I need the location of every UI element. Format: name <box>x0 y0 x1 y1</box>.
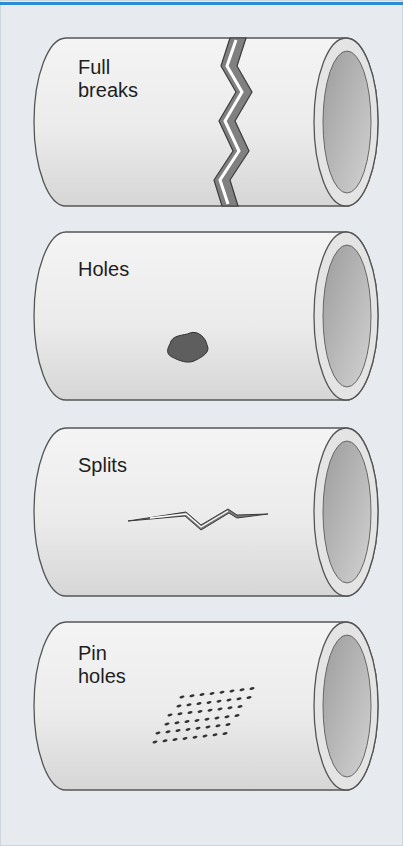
pin-hole <box>229 689 235 693</box>
pin-hole <box>194 718 200 722</box>
pin-hole <box>246 696 252 700</box>
pin-hole <box>226 698 232 702</box>
pin-hole <box>234 714 240 718</box>
pipe-end <box>314 622 378 790</box>
hole <box>168 332 208 362</box>
pipe-section: Pin holes <box>34 622 378 790</box>
pipe-bore <box>323 51 371 193</box>
pin-hole <box>205 725 211 729</box>
pipe-body <box>34 38 378 206</box>
pin-hole <box>174 721 180 725</box>
pin-hole <box>215 724 221 728</box>
pin-hole <box>207 708 213 712</box>
pipe-end <box>314 428 378 596</box>
pin-hole <box>186 703 192 707</box>
pin-hole <box>176 704 182 708</box>
pipe-label: Splits <box>78 454 160 477</box>
pin-hole <box>206 700 212 704</box>
pin-hole <box>184 720 190 724</box>
break-edge <box>220 40 242 204</box>
split <box>128 509 268 530</box>
pin-hole <box>214 716 220 720</box>
pin-hole <box>236 697 242 701</box>
pin-hole <box>195 726 201 730</box>
pin-hole <box>185 727 191 731</box>
pipe-label: Holes <box>78 258 160 281</box>
pin-hole <box>225 723 231 727</box>
pin-hole <box>167 713 173 717</box>
pipe-label: Pin holes <box>78 642 160 688</box>
pin-hole <box>177 712 183 716</box>
pin-hole <box>172 738 178 742</box>
pin-hole <box>164 722 170 726</box>
pin-hole <box>237 705 243 709</box>
pin-hole <box>216 699 222 703</box>
pin-hole <box>212 733 218 737</box>
pin-hole <box>217 707 223 711</box>
pin-hole <box>222 732 228 736</box>
pipe-body <box>34 232 378 400</box>
pin-hole <box>182 736 188 740</box>
pin-hole <box>239 688 245 692</box>
pipe-bore <box>323 245 371 387</box>
pin-hole <box>224 715 230 719</box>
pin-hole <box>209 691 215 695</box>
full-break <box>214 38 252 206</box>
pipe-bore <box>323 441 371 583</box>
pin-hole <box>155 731 161 735</box>
pipe-section: Holes <box>34 232 378 400</box>
pin-hole <box>199 693 205 697</box>
pin-hole <box>196 702 202 706</box>
pin-hole <box>219 690 225 694</box>
pipe-label: Full breaks <box>78 56 160 102</box>
pipe-section: Splits <box>34 428 378 596</box>
top-rule <box>0 2 403 5</box>
pin-hole <box>202 734 208 738</box>
pipe-bore <box>323 635 371 777</box>
pin-hole <box>189 694 195 698</box>
pin-hole <box>249 687 255 691</box>
pin-hole <box>197 709 203 713</box>
pipe-end <box>314 38 378 206</box>
pin-hole <box>204 717 210 721</box>
pipe-body <box>34 428 378 596</box>
pin-hole <box>187 711 193 715</box>
pipe-section: Full breaks <box>34 38 378 206</box>
pin-hole <box>152 740 158 744</box>
split-edge <box>150 511 228 527</box>
pin-hole <box>192 735 198 739</box>
pipe-body <box>34 622 378 790</box>
pin-hole <box>179 695 185 699</box>
pin-holes <box>152 687 255 744</box>
pipe-end <box>314 232 378 400</box>
pin-hole <box>175 729 181 733</box>
pin-hole <box>162 739 168 743</box>
pin-hole <box>165 730 171 734</box>
pin-hole <box>227 706 233 710</box>
